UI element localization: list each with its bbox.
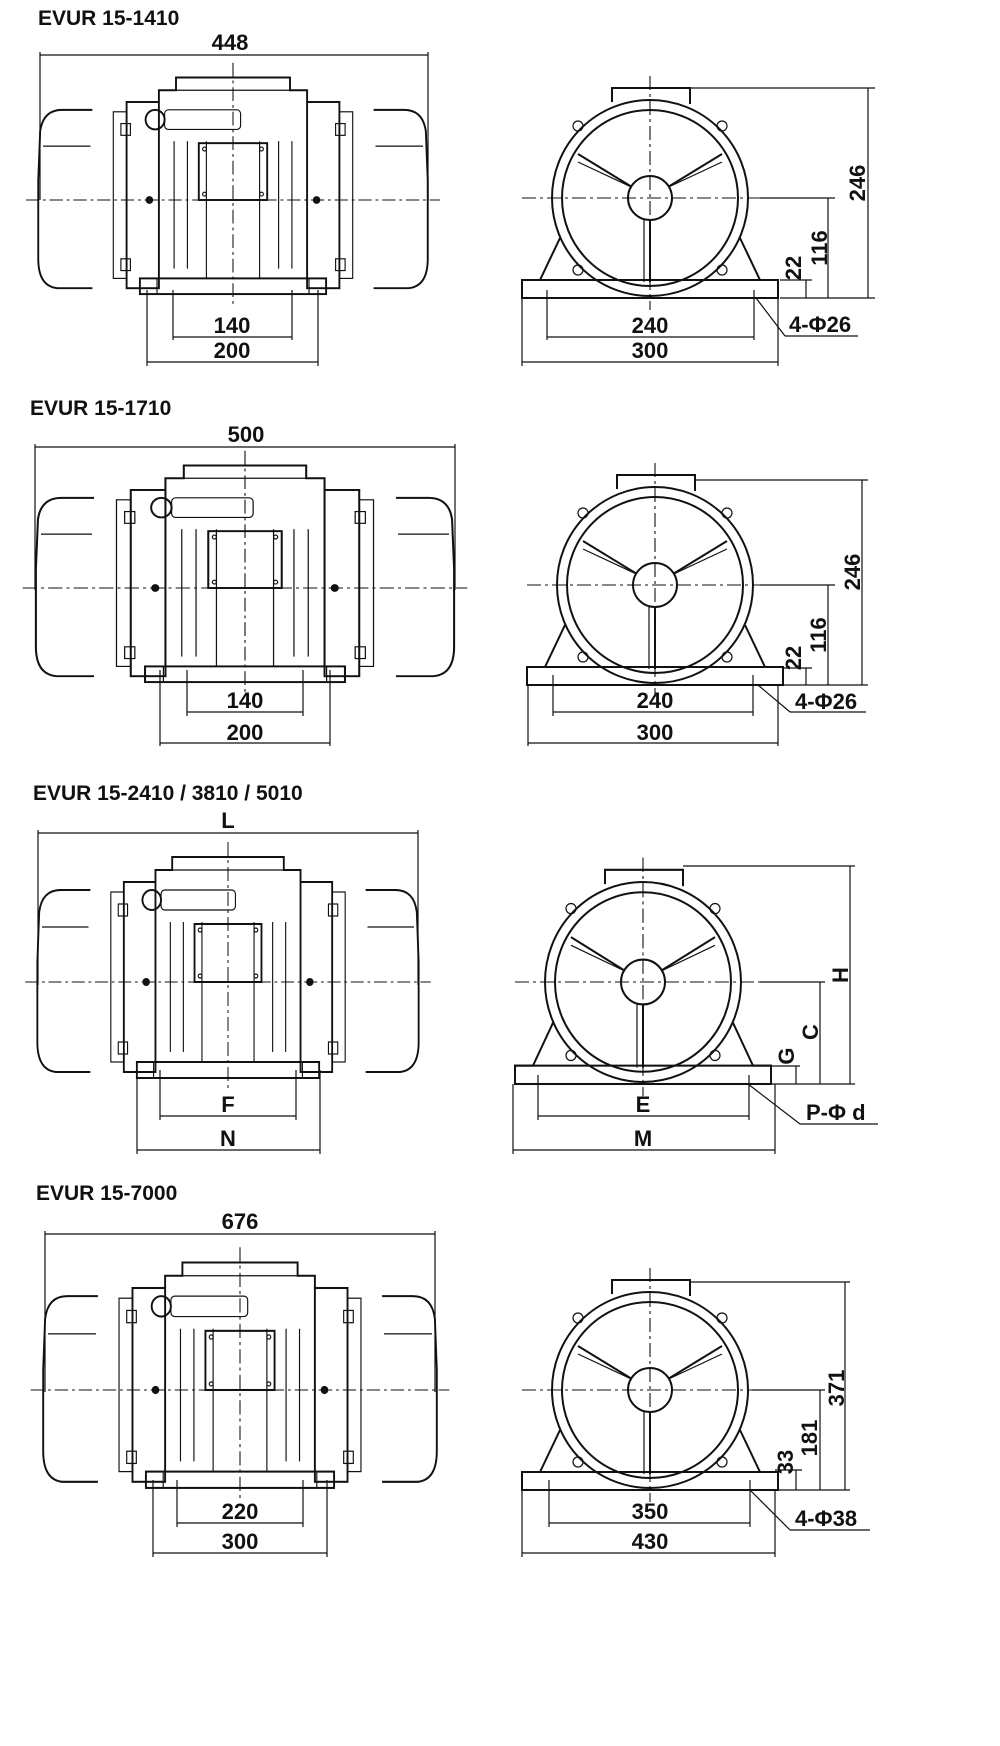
- drawing-1: EVUR 15-1410 448 140 200 246: [24, 7, 875, 366]
- dim-base-outer: 300: [222, 1529, 259, 1554]
- front-dimensions: 448 140 200: [39, 30, 429, 366]
- dim-side-base-inner: 240: [632, 313, 669, 338]
- front-view: [29, 1246, 451, 1502]
- dim-base-outer: 200: [227, 720, 264, 745]
- dim-height-total: 371: [824, 1370, 849, 1407]
- drawing-4: EVUR 15-7000 676 220 300 371: [29, 1182, 870, 1557]
- dim-height-center: 181: [797, 1420, 822, 1457]
- dim-side-base-outer: 300: [637, 720, 674, 745]
- dim-overall-length: L: [221, 808, 234, 833]
- dim-base-inner: 220: [222, 1499, 259, 1524]
- side-view: [521, 1267, 796, 1503]
- dim-height-center: 116: [807, 230, 832, 266]
- drawing-title: EVUR 15-2410 / 3810 / 5010: [33, 782, 303, 805]
- dim-side-base-inner: E: [636, 1092, 651, 1117]
- dim-side-base-inner: 240: [637, 688, 674, 713]
- dim-height-center: 116: [806, 617, 831, 653]
- dim-holes: P-Φ d: [806, 1100, 866, 1125]
- drawing-2: EVUR 15-1710 500 140 200 246: [21, 397, 868, 746]
- dim-height-total: 246: [845, 165, 870, 202]
- dim-side-base-outer: 430: [632, 1529, 669, 1554]
- dim-base-outer: N: [220, 1126, 236, 1151]
- side-view: [513, 856, 790, 1098]
- dim-base-outer: 200: [214, 338, 251, 363]
- front-view: [21, 449, 469, 695]
- dim-holes: 4-Φ26: [795, 689, 857, 714]
- front-dimensions: L F N: [37, 808, 419, 1154]
- side-view: [521, 75, 796, 311]
- dim-overall-length: 676: [222, 1209, 259, 1234]
- side-dimensions: 246 116 22 240 300 4-Φ26: [521, 87, 875, 366]
- side-dimensions: 371 181 33 350 430 4-Φ38: [521, 1281, 870, 1557]
- dim-side-base-outer: 300: [632, 338, 669, 363]
- front-dimensions: 676 220 300: [44, 1209, 436, 1557]
- dim-height-total: 246: [840, 554, 865, 591]
- drawing-title: EVUR 15-7000: [36, 1182, 177, 1205]
- dim-base-thickness: 33: [773, 1450, 798, 1474]
- drawing-3: EVUR 15-2410 / 3810 / 5010 L F N H: [24, 782, 878, 1154]
- dim-holes: 4-Φ26: [789, 312, 851, 337]
- dim-base-inner: F: [221, 1092, 234, 1117]
- drawing-title: EVUR 15-1710: [30, 397, 171, 420]
- side-view: [526, 462, 801, 698]
- dim-holes: 4-Φ38: [795, 1506, 857, 1531]
- front-view: [24, 841, 432, 1091]
- side-dimensions: 246 116 22 240 300 4-Φ26: [527, 479, 868, 746]
- dim-base-inner: 140: [214, 313, 251, 338]
- dim-height-total: H: [828, 967, 853, 983]
- drawing-title: EVUR 15-1410: [38, 7, 179, 30]
- dim-side-base-outer: M: [634, 1126, 652, 1151]
- dim-overall-length: 500: [228, 422, 265, 447]
- dim-base-thickness: 22: [781, 256, 806, 280]
- dim-overall-length: 448: [212, 30, 249, 55]
- dim-base-thickness: 22: [781, 646, 806, 670]
- dim-base-thickness: G: [774, 1047, 799, 1064]
- dim-side-base-inner: 350: [632, 1499, 669, 1524]
- front-view: [24, 61, 442, 307]
- dim-height-center: C: [798, 1024, 823, 1040]
- dim-base-inner: 140: [227, 688, 264, 713]
- front-dimensions: 500 140 200: [34, 422, 456, 746]
- side-dimensions: H C G E M P-Φ d: [512, 865, 878, 1154]
